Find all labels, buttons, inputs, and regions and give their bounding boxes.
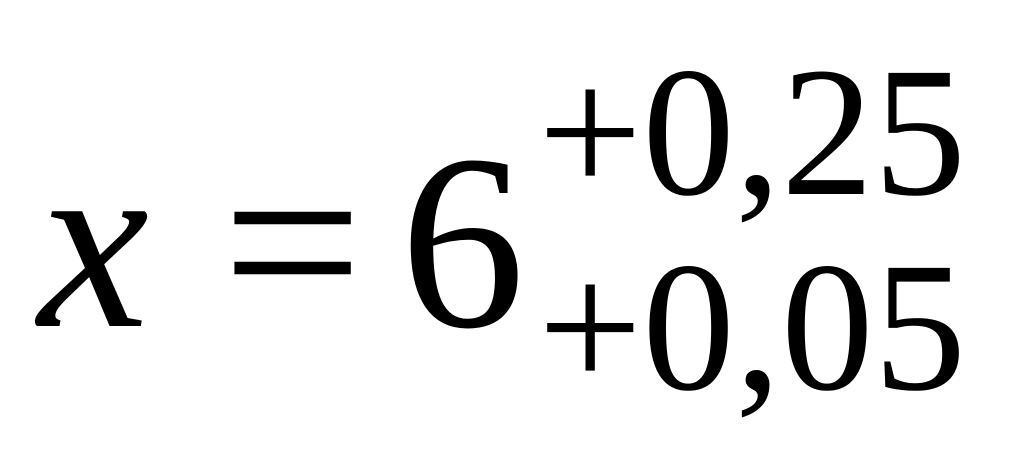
nominal-value: 6: [400, 104, 525, 381]
equals-sign: =: [222, 104, 363, 381]
upper-tolerance: +0,25: [538, 30, 967, 235]
lower-tolerance: +0,05: [538, 225, 967, 430]
formula-variable: x: [38, 104, 149, 381]
